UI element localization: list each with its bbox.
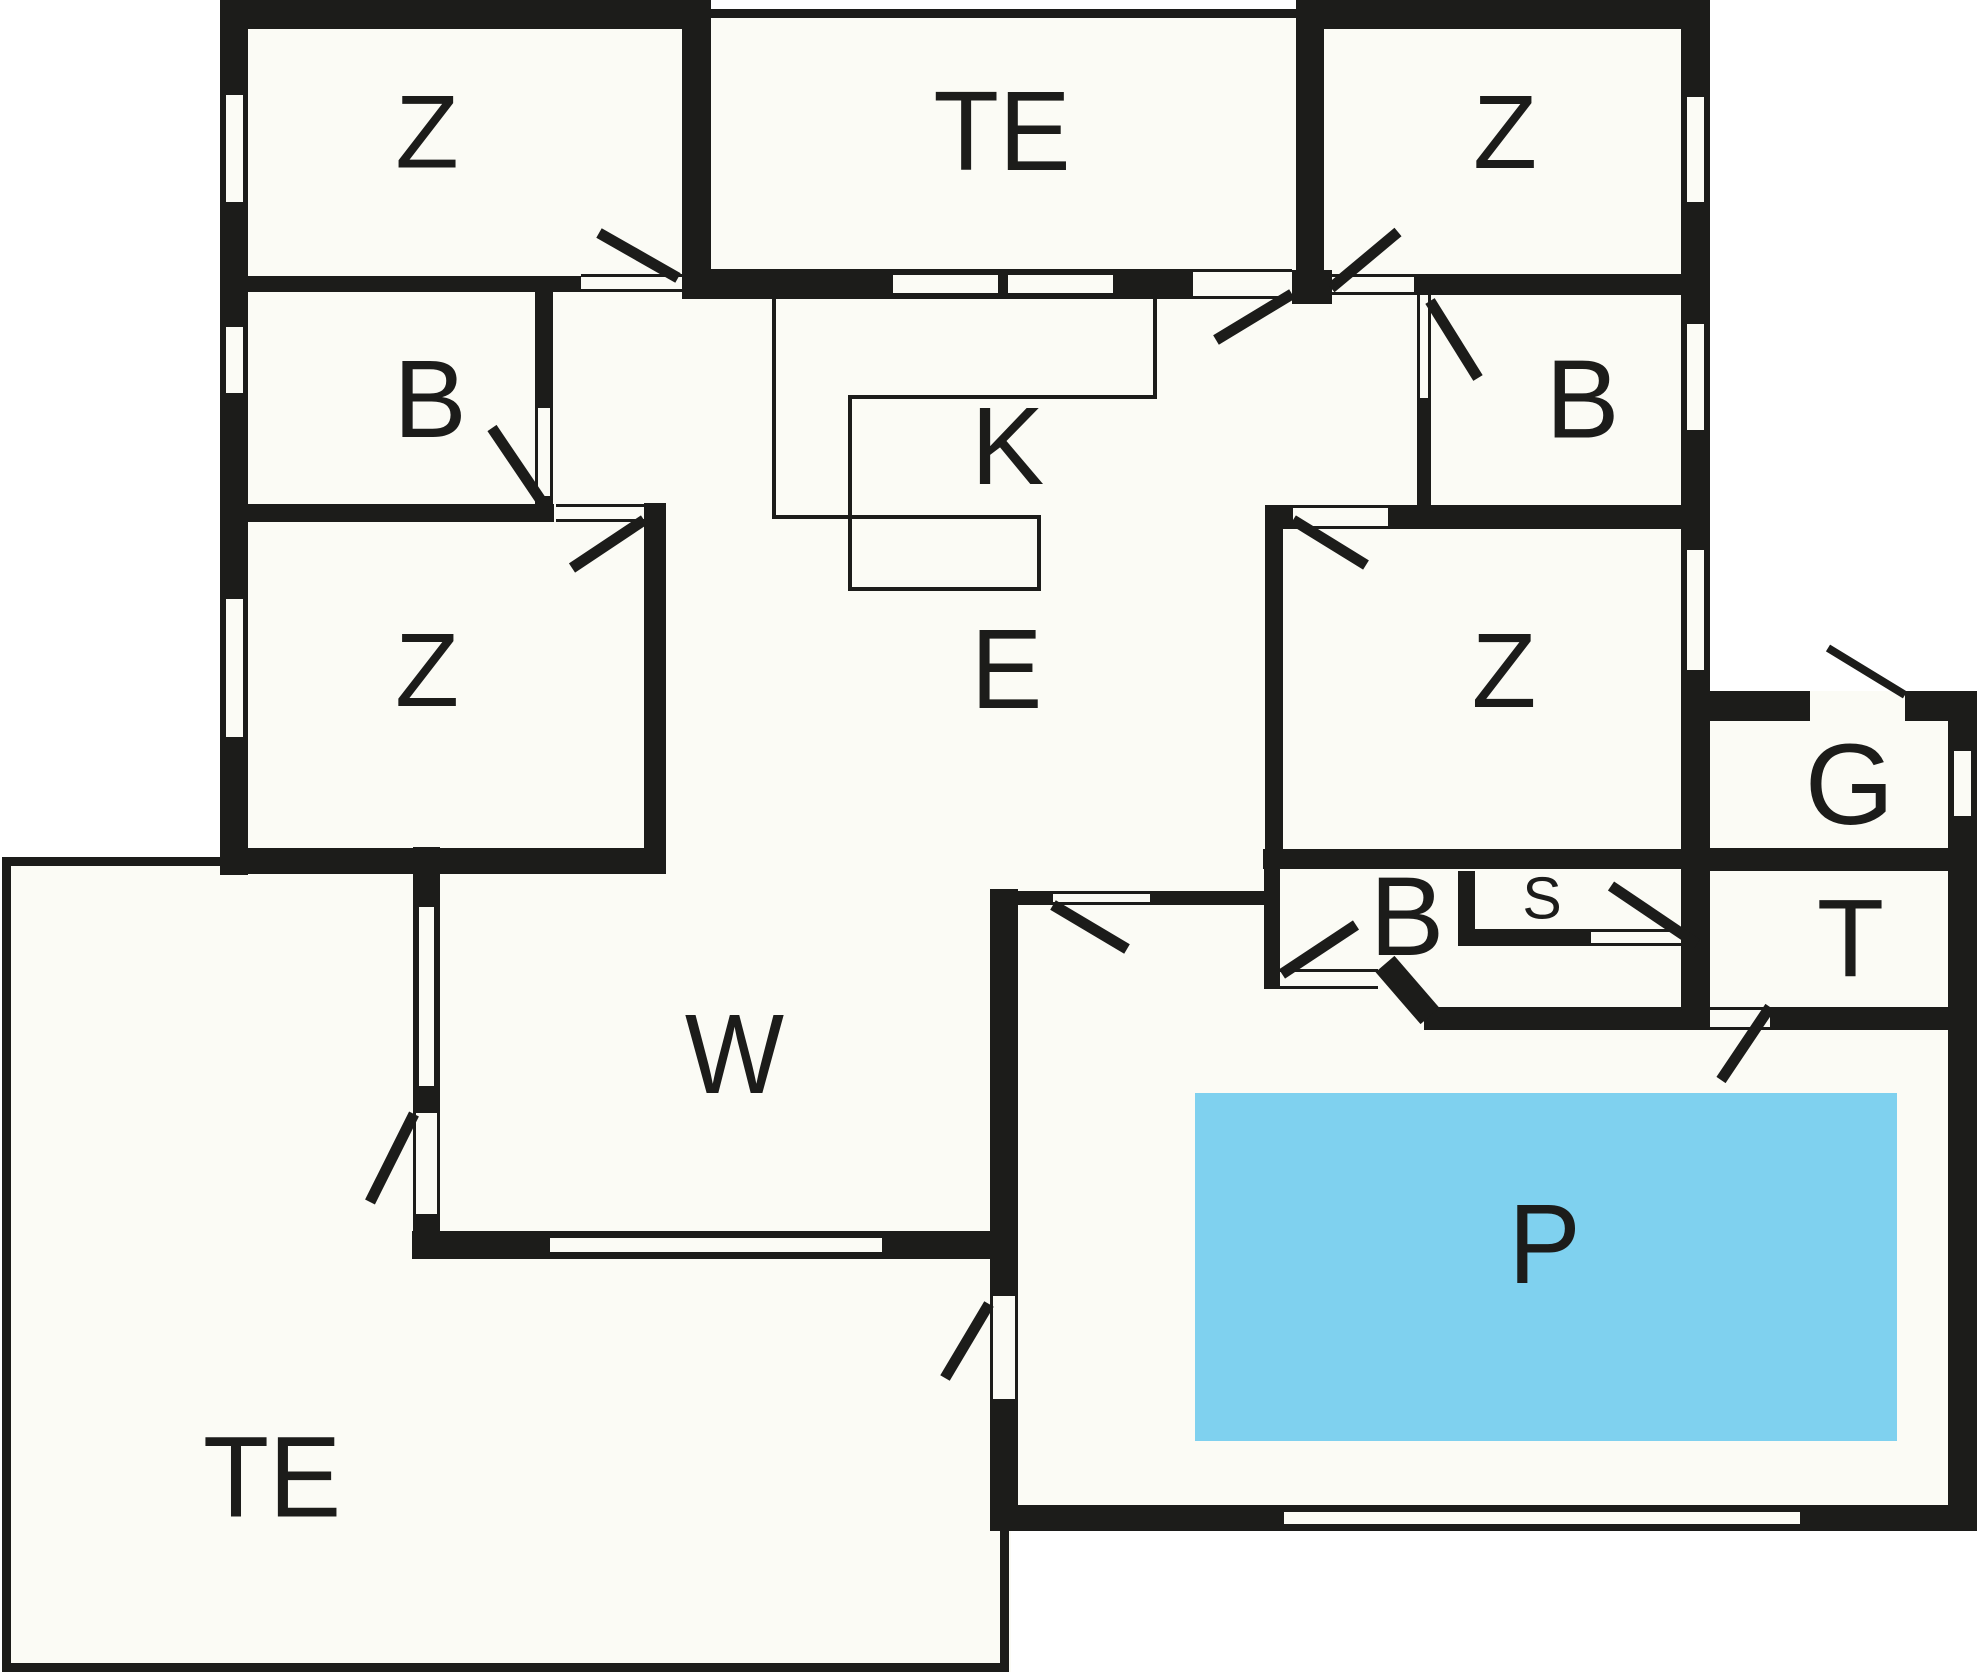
svg-text:P: P	[1508, 1182, 1580, 1307]
svg-text:TE: TE	[933, 68, 1070, 194]
svg-text:K: K	[971, 385, 1044, 508]
svg-text:Z: Z	[1472, 612, 1537, 730]
svg-text:Z: Z	[395, 75, 459, 191]
svg-text:B: B	[1545, 338, 1619, 462]
svg-text:B: B	[393, 338, 466, 461]
svg-text:T: T	[1817, 877, 1884, 1000]
svg-text:Z: Z	[395, 612, 459, 729]
svg-text:B: B	[1370, 854, 1445, 979]
svg-text:G: G	[1805, 721, 1894, 849]
svg-text:TE: TE	[203, 1412, 341, 1541]
svg-text:Z: Z	[1473, 74, 1537, 191]
svg-text:S: S	[1522, 866, 1561, 932]
svg-text:W: W	[685, 992, 784, 1118]
svg-text:E: E	[971, 606, 1043, 732]
